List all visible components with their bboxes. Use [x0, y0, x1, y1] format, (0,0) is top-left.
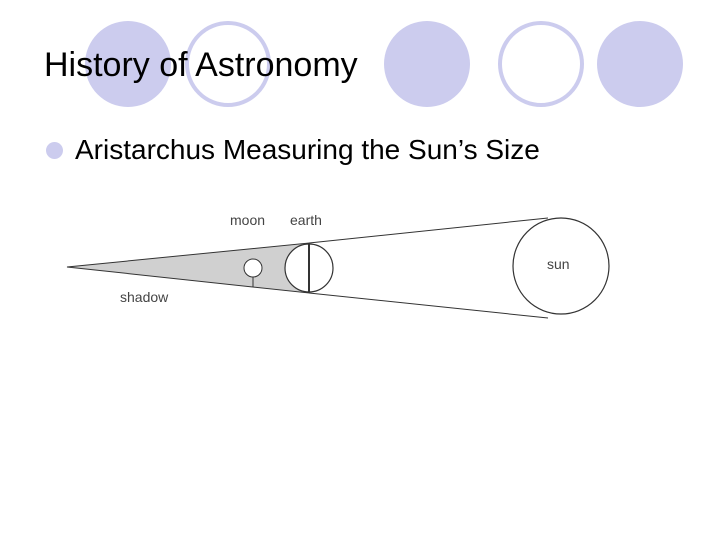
deco-circle-4	[498, 21, 584, 107]
deco-circle-2	[185, 21, 271, 107]
shadow-cone	[66, 242, 310, 294]
slide-title: History of Astronomy	[44, 46, 358, 84]
sun-label: sun	[547, 256, 570, 272]
lower-tangent-line	[308, 292, 549, 319]
earth-label: earth	[290, 212, 322, 228]
moon-label: moon	[230, 212, 265, 228]
bullet-text: Aristarchus Measuring the Sun’s Size	[75, 134, 540, 165]
shadow-label: shadow	[120, 289, 169, 305]
upper-tangent-line	[308, 217, 549, 244]
bullet-item: Aristarchus Measuring the Sun’s Size	[46, 134, 540, 166]
sun-circle	[512, 217, 610, 315]
bullet-circle-icon	[46, 141, 63, 159]
deco-circle-1	[85, 21, 171, 107]
deco-circle-5	[597, 21, 683, 107]
moon-circle	[243, 258, 263, 278]
deco-circle-3	[384, 21, 470, 107]
